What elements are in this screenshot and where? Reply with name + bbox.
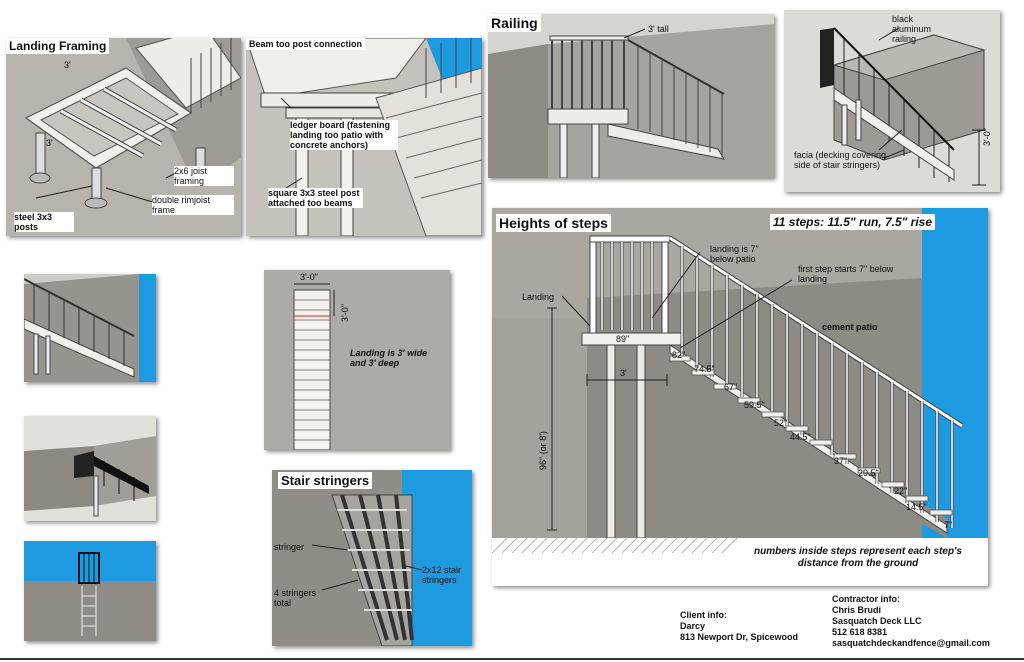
aluminum-dim: 3'-0": [982, 128, 992, 146]
plan-dim-top: 3'-0": [300, 272, 318, 282]
contractor-email: sasquatchdeckandfence@gmail.com: [832, 638, 990, 648]
stringers-drawing: [272, 470, 472, 646]
stringer-size-label: 2x12 stair stringers: [422, 565, 472, 585]
width-3-label: 3': [620, 368, 627, 378]
railing-tall-label: 3' tall: [648, 24, 669, 34]
landing-framing-title: Landing Framing: [6, 38, 110, 54]
step-label: 67": [724, 382, 738, 392]
step-label: 59.5": [744, 400, 765, 410]
landing-plan-panel: 3'-0" 3'-0" Landing is 3' wide and 3' de…: [264, 270, 450, 450]
bottom-rule: [0, 658, 1024, 660]
step-label: 29.5": [858, 468, 879, 478]
client-address: 813 Newport Dr, Spicewood: [680, 632, 799, 642]
aluminum-panel: black aluminum railing facia (decking co…: [784, 10, 1000, 192]
stringers-title: Stair stringers: [278, 472, 373, 489]
posts-label: steel 3x3 posts: [14, 212, 74, 232]
landing-plan-drawing: [264, 270, 450, 450]
landing-below-patio-label: landing is 7" below patio: [710, 244, 759, 264]
heights-panel: Heights of steps 11 steps: 11.5" run, 7.…: [492, 208, 988, 586]
steps-summary: 11 steps: 11.5" run, 7.5" rise: [770, 214, 936, 230]
stair-side-drawing: [24, 274, 156, 382]
railing-title: Railing: [488, 14, 541, 32]
deck-front-drawing: [24, 541, 156, 641]
plan-note: Landing is 3' wide and 3' deep: [350, 348, 428, 368]
contractor-heading: Contractor info:: [832, 594, 900, 604]
step-label: 82": [672, 350, 686, 360]
client-heading: Client info:: [680, 610, 727, 620]
railing-drawing: [488, 14, 774, 178]
aluminum-drawing: [784, 10, 1000, 192]
step-label: 74.5": [694, 364, 715, 374]
beam-post-title: Beam too post connection: [246, 38, 366, 50]
width-89-label: 89": [616, 334, 630, 344]
square-post-label: square 3x3 steel post attached too beams: [268, 188, 363, 208]
four-stringers-label: 4 stringers total: [274, 588, 317, 608]
contractor-phone: 512 618 8381: [832, 627, 888, 637]
railing-panel: Railing 3' tall: [488, 14, 774, 178]
stair-side-panel: [24, 274, 156, 382]
deck-iso-panel: [24, 416, 156, 521]
landing-framing-panel: Landing Framing 3' 3' 2x6 joist framing …: [6, 38, 241, 236]
steps-footer-note: numbers inside steps represent each step…: [753, 546, 962, 569]
client-info: Client info: Darcy 813 Newport Dr, Spice…: [680, 610, 798, 643]
first-step-label: first step starts 7" below landing: [798, 264, 894, 284]
aluminum-label: black aluminum railing: [892, 14, 932, 44]
contractor-info: Contractor info: Chris Brudi Sasquatch D…: [832, 594, 990, 649]
client-name: Darcy: [680, 621, 706, 631]
landing-framing-drawing: [6, 38, 241, 236]
plan-dim-side: 3'-0": [340, 304, 350, 322]
landing-dim-top: 3': [64, 60, 71, 70]
facia-label: facia (decking covering side of stair st…: [794, 150, 887, 170]
rimjoist-label: double rimjoist frame: [152, 195, 234, 215]
joist-label: 2x6 joist framing: [174, 166, 234, 186]
stringers-panel: Stair stringers stringer 4 stringers tot…: [272, 470, 472, 646]
patio-label: cement patio: [822, 322, 878, 332]
step-label: 37": [834, 456, 848, 466]
deck-front-panel: [24, 541, 156, 641]
landing-label: Landing: [522, 292, 555, 302]
total-height-label: 96" (or 8'): [538, 431, 548, 470]
step-label: 22": [894, 486, 908, 496]
step-label: 44.5": [790, 432, 811, 442]
step-label: 7": [944, 520, 953, 530]
beam-post-panel: Beam too post connection ledger board (f…: [246, 38, 482, 236]
landing-dim-side: 3': [46, 138, 53, 148]
heights-drawing: [492, 208, 988, 586]
step-label: 14.5": [906, 502, 927, 512]
contractor-company: Sasquatch Deck LLC: [832, 616, 922, 626]
contractor-name: Chris Brudi: [832, 605, 882, 615]
ledger-label: ledger board (fastening landing too pati…: [290, 120, 398, 150]
deck-iso-drawing: [24, 416, 156, 521]
stringer-label: stringer: [274, 542, 305, 552]
step-label: 52": [774, 418, 788, 428]
heights-title: Heights of steps: [496, 214, 611, 232]
